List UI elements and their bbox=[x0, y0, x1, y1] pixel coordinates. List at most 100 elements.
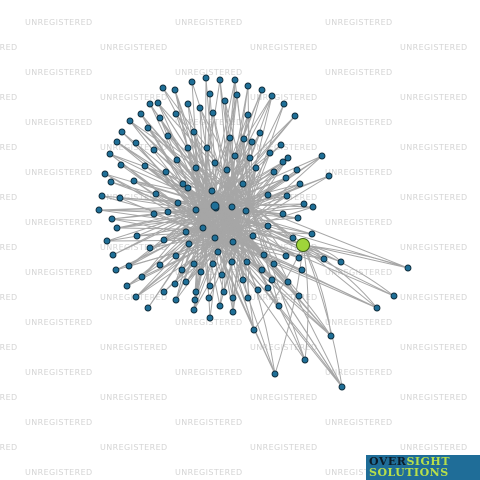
network-edge bbox=[249, 141, 253, 206]
network-edge bbox=[199, 209, 210, 299]
network-edge bbox=[194, 209, 201, 301]
network-node bbox=[209, 260, 217, 268]
network-node bbox=[244, 294, 252, 302]
network-edge bbox=[199, 209, 255, 331]
network-edge bbox=[215, 205, 306, 361]
network-edge bbox=[229, 214, 280, 307]
network-node bbox=[117, 161, 125, 169]
network-node bbox=[240, 135, 248, 143]
watermark-text: UNREGISTERED bbox=[325, 118, 393, 127]
watermark-text: UNREGISTERED bbox=[0, 343, 18, 352]
network-node bbox=[298, 266, 306, 274]
highlight-edge bbox=[302, 244, 309, 361]
network-node bbox=[116, 194, 124, 202]
network-edge bbox=[141, 209, 201, 278]
highlight-edge bbox=[302, 244, 343, 388]
network-node bbox=[182, 228, 190, 236]
network-node bbox=[244, 111, 252, 119]
watermark-text: UNREGISTERED bbox=[100, 43, 168, 52]
network-node bbox=[206, 314, 214, 322]
watermark-text: UNREGISTERED bbox=[100, 143, 168, 152]
watermark-text: UNREGISTERED bbox=[175, 418, 243, 427]
watermark-text: UNREGISTERED bbox=[175, 68, 243, 77]
network-node bbox=[173, 156, 181, 164]
watermark-text: UNREGISTERED bbox=[25, 368, 93, 377]
network-node bbox=[243, 258, 251, 266]
network-node bbox=[295, 292, 303, 300]
network-node bbox=[146, 244, 154, 252]
network-edge bbox=[194, 205, 217, 301]
network-node bbox=[125, 262, 133, 270]
network-node bbox=[133, 232, 141, 240]
network-node bbox=[228, 203, 236, 211]
network-edge bbox=[215, 177, 287, 207]
network-node bbox=[256, 129, 264, 137]
network-node bbox=[228, 258, 236, 266]
watermark-text: UNREGISTERED bbox=[250, 443, 318, 452]
node-layer bbox=[95, 74, 412, 391]
watermark-text: UNREGISTERED bbox=[250, 93, 318, 102]
network-node bbox=[249, 232, 257, 240]
watermark-text: UNREGISTERED bbox=[400, 243, 468, 252]
network-edge bbox=[249, 204, 409, 269]
network-node bbox=[179, 180, 187, 188]
watermark-text: UNREGISTERED bbox=[100, 243, 168, 252]
network-node bbox=[283, 192, 291, 200]
network-node bbox=[202, 74, 210, 82]
network-node bbox=[300, 200, 308, 208]
hub-node bbox=[210, 201, 220, 211]
network-edge bbox=[147, 224, 206, 309]
network-node bbox=[291, 112, 299, 120]
network-node bbox=[327, 332, 335, 340]
network-edge bbox=[204, 224, 211, 319]
network-node bbox=[190, 306, 198, 314]
network-node bbox=[214, 248, 222, 256]
network-node bbox=[172, 110, 180, 118]
oversight-solutions-logo: OVERSIGHT SOLUTIONS bbox=[366, 455, 480, 480]
network-node bbox=[146, 100, 154, 108]
network-node bbox=[258, 86, 266, 94]
network-node bbox=[184, 100, 192, 108]
network-edge bbox=[249, 204, 378, 309]
network-edge bbox=[239, 229, 343, 388]
network-node bbox=[144, 304, 152, 312]
network-node bbox=[164, 208, 172, 216]
watermark-text: UNREGISTERED bbox=[400, 343, 468, 352]
network-node bbox=[275, 302, 283, 310]
network-node bbox=[118, 128, 126, 136]
network-node bbox=[229, 238, 237, 246]
network-node bbox=[270, 260, 278, 268]
network-node bbox=[160, 236, 168, 244]
watermark-text: UNREGISTERED bbox=[400, 293, 468, 302]
watermark-text: UNREGISTERED bbox=[400, 143, 468, 152]
network-node bbox=[209, 109, 217, 117]
network-edge bbox=[232, 204, 251, 313]
network-edge bbox=[175, 239, 221, 301]
network-node bbox=[203, 144, 211, 152]
watermark-text: UNREGISTERED bbox=[175, 368, 243, 377]
watermark-text: UNREGISTERED bbox=[175, 468, 243, 477]
watermark-text: UNREGISTERED bbox=[100, 393, 168, 402]
network-node bbox=[171, 280, 179, 288]
network-edge bbox=[219, 239, 378, 309]
network-node bbox=[325, 172, 333, 180]
logo-line-2: SOLUTIONS bbox=[369, 466, 449, 479]
network-node bbox=[289, 234, 297, 242]
network-edge bbox=[204, 224, 332, 337]
network-node bbox=[233, 91, 241, 99]
network-edge bbox=[215, 169, 228, 207]
network-node bbox=[229, 294, 237, 302]
watermark-text: UNREGISTERED bbox=[25, 418, 93, 427]
watermark-text: UNREGISTERED bbox=[0, 243, 18, 252]
watermark-text: UNREGISTERED bbox=[400, 443, 468, 452]
network-node bbox=[211, 234, 219, 242]
network-edge bbox=[239, 229, 263, 271]
network-edge bbox=[133, 180, 251, 206]
watermark-text: UNREGISTERED bbox=[325, 68, 393, 77]
watermark-text: UNREGISTERED bbox=[325, 368, 393, 377]
network-node bbox=[268, 92, 276, 100]
network-node bbox=[239, 180, 247, 188]
edge-layer bbox=[98, 77, 409, 388]
network-node bbox=[246, 154, 254, 162]
